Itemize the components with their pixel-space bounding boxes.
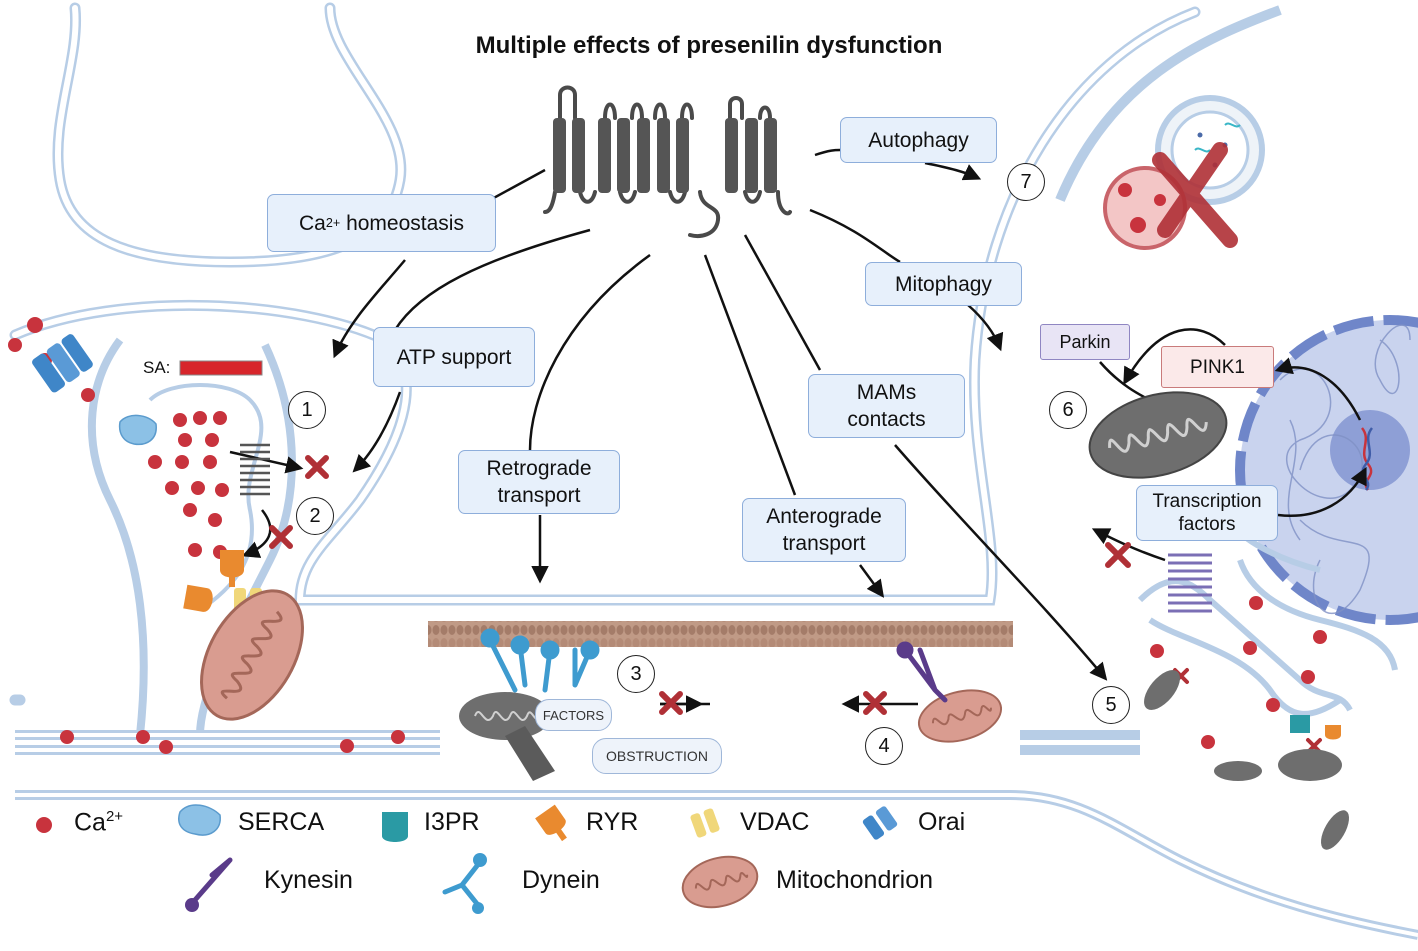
step-6-marker: 6 — [1049, 391, 1087, 429]
mitochondrion-anterograde — [917, 689, 1003, 743]
figure-title: Multiple effects of presenilin dysfuncti… — [475, 32, 943, 59]
ryr-receptor — [220, 550, 244, 587]
legend-kynesin: Kynesin — [264, 866, 353, 894]
legend-mitochondrion: Mitochondrion — [776, 866, 934, 894]
step-1-marker: 1 — [288, 391, 326, 429]
mitochondrion-small-2 — [1214, 761, 1262, 781]
calcium-ions — [8, 317, 1327, 754]
ca-homeostasis-sup: 2+ — [325, 215, 341, 230]
presenilin-small — [240, 443, 270, 496]
ryr-receptor-right — [1325, 725, 1341, 740]
legend-serca: SERCA — [238, 808, 325, 836]
mitochondrion-small-3 — [1278, 749, 1342, 781]
legend-ca-sup: 2+ — [105, 808, 124, 825]
retrograde-line2: transport — [497, 484, 581, 507]
ryr-receptor-2 — [183, 584, 213, 612]
pink1-box: PINK1 — [1161, 346, 1274, 388]
legend-i3pr: I3PR — [424, 808, 480, 836]
retrograde-line1: Retrograde — [486, 457, 592, 480]
spine-apparatus-bar — [179, 360, 263, 376]
factors-pill: FACTORS — [535, 699, 612, 731]
legend-vdac: VDAC — [740, 808, 810, 836]
ca-homeostasis-text: homeostasis — [340, 211, 464, 235]
legend-ryr: RYR — [586, 808, 639, 836]
legend-orai: Orai — [918, 808, 966, 836]
mitochondrion-pink1 — [1088, 391, 1228, 479]
presenilin-right — [1168, 553, 1212, 613]
legend-ca: Ca2+ — [74, 808, 123, 837]
orai-channel-top — [32, 334, 93, 393]
mitophagy-box: Mitophagy — [865, 262, 1022, 306]
legend-dynein: Dynein — [522, 866, 600, 894]
anterograde-transport-box: Anterograde transport — [742, 498, 906, 562]
legend-icons — [36, 804, 898, 914]
mitochondrion-small-4 — [1321, 810, 1349, 850]
legend-ca-text: Ca — [74, 808, 106, 837]
step-5-marker: 5 — [1092, 686, 1130, 724]
connector-lines — [229, 148, 1367, 713]
mitochondrion-retrograde — [459, 692, 555, 781]
anterograde-line1: Anterograde — [766, 505, 882, 528]
mams-contacts-box: MAMs contacts — [808, 374, 965, 438]
autophagy-block-cross — [1152, 142, 1238, 248]
nucleus — [1235, 315, 1418, 625]
ca-homeostasis-ca: Ca — [299, 211, 326, 235]
transcription-line1: Transcription — [1152, 491, 1262, 512]
step-4-marker: 4 — [865, 727, 903, 765]
step-2-marker: 2 — [296, 497, 334, 535]
retrograde-transport-box: Retrograde transport — [458, 450, 620, 514]
transcription-factors-box: Transcription factors — [1136, 485, 1278, 541]
presenilin-protein — [543, 85, 792, 239]
kynesin-motor — [896, 641, 948, 703]
step-3-marker: 3 — [617, 655, 655, 693]
autophagy-box: Autophagy — [840, 117, 997, 163]
mitochondrion-small-1 — [1144, 670, 1180, 710]
obstruction-pill: OBSTRUCTION — [592, 738, 722, 774]
anterograde-line2: transport — [782, 532, 866, 555]
step-7-marker: 7 — [1007, 163, 1045, 201]
mams-line1: MAMs — [856, 381, 917, 404]
atp-support-box: ATP support — [373, 327, 535, 387]
sa-label: SA: — [143, 358, 171, 377]
mams-line2: contacts — [847, 408, 926, 431]
mitochondrion-spine — [200, 589, 304, 721]
presenilin-helices — [553, 118, 777, 193]
dynein-motor — [480, 628, 600, 693]
transcription-line2: factors — [1178, 514, 1236, 535]
endoplasmic-reticulum-right — [1137, 518, 1398, 717]
serca-pump — [118, 414, 157, 446]
i3pr-receptor-right — [1290, 715, 1310, 733]
parkin-box: Parkin — [1040, 324, 1130, 360]
